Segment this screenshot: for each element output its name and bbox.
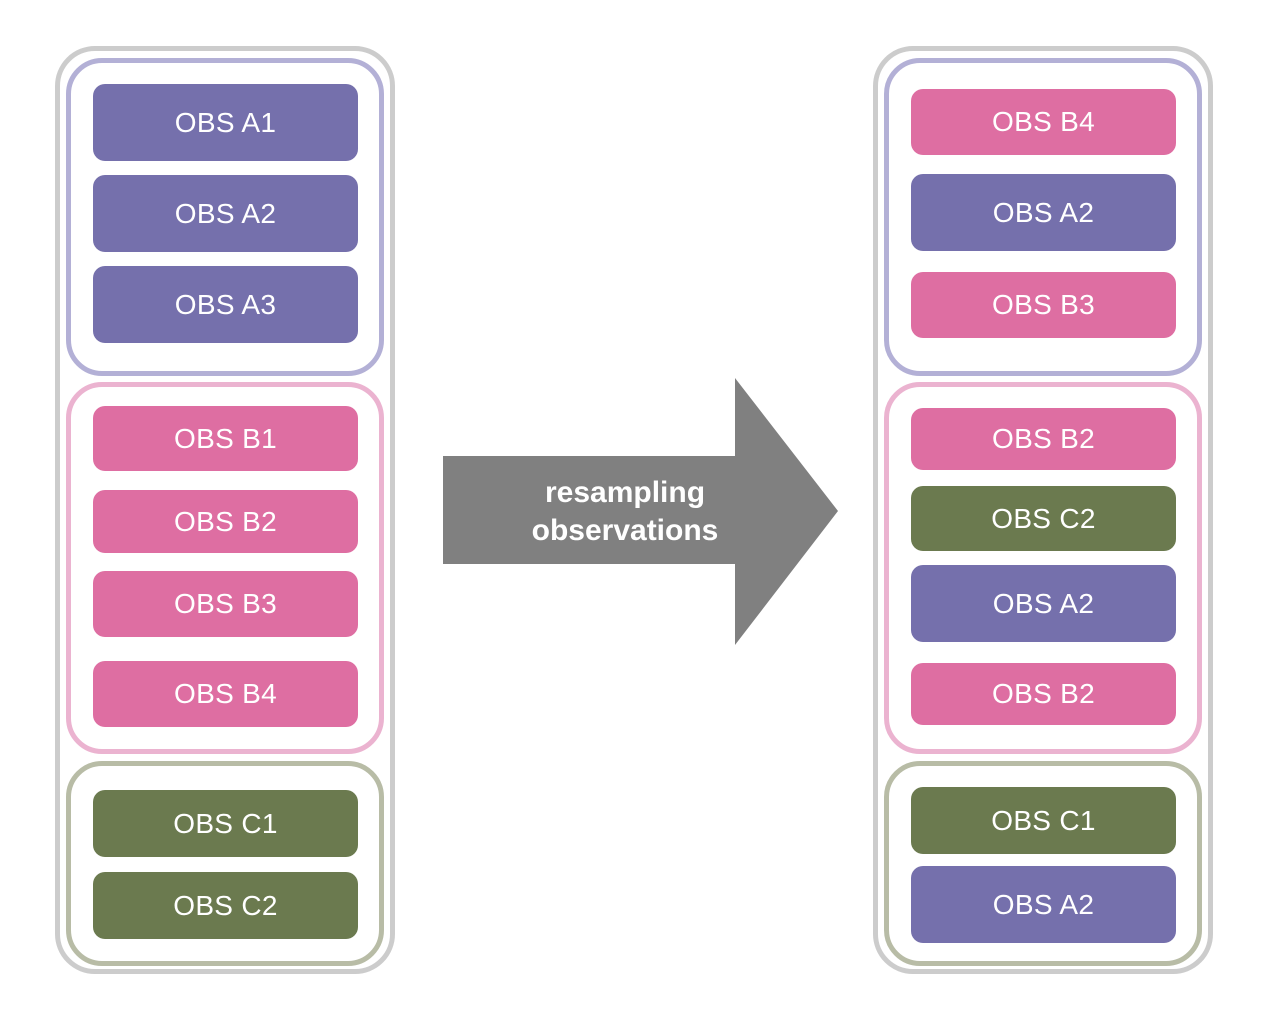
right-obs-4: OBS B2 [911, 408, 1176, 470]
left-obs-a1: OBS A1 [93, 84, 358, 161]
right-obs-7: OBS B2 [911, 663, 1176, 725]
left-obs-c1: OBS C1 [93, 790, 358, 857]
right-obs-9: OBS A2 [911, 866, 1176, 943]
left-obs-b4: OBS B4 [93, 661, 358, 727]
right-obs-5: OBS C2 [911, 486, 1176, 551]
right-obs-6: OBS A2 [911, 565, 1176, 642]
arrow-shape [443, 378, 838, 645]
arrow-label-line1: resampling [544, 476, 706, 509]
left-obs-b3: OBS B3 [93, 571, 358, 637]
left-obs-b1: OBS B1 [93, 406, 358, 471]
right-obs-1: OBS B4 [911, 89, 1176, 155]
left-obs-a2: OBS A2 [93, 175, 358, 252]
left-obs-a3: OBS A3 [93, 266, 358, 343]
right-obs-8: OBS C1 [911, 787, 1176, 854]
arrow-label-line2: observations [531, 514, 719, 547]
left-obs-b2: OBS B2 [93, 490, 358, 553]
right-obs-2: OBS A2 [911, 174, 1176, 251]
arrow-label: resampling observations [500, 474, 750, 550]
left-obs-c2: OBS C2 [93, 872, 358, 939]
right-obs-3: OBS B3 [911, 272, 1176, 338]
